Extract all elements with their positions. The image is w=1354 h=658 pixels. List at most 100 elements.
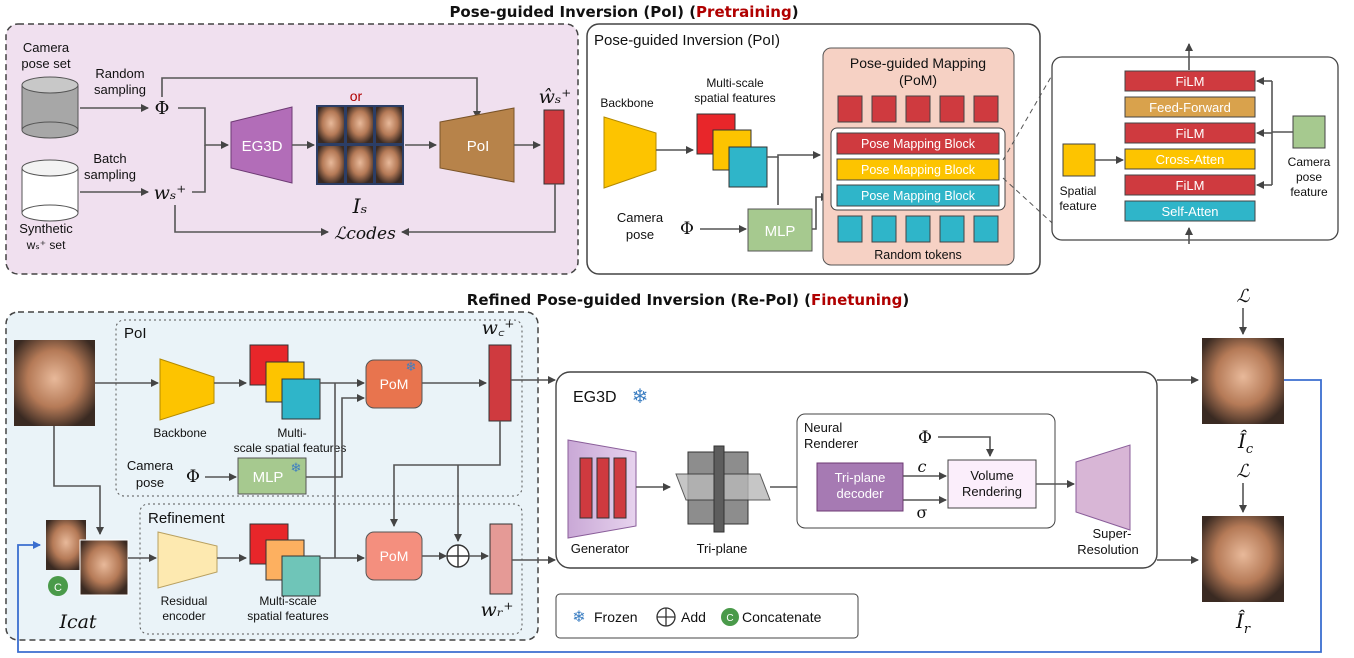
ir-hat-symbol: Îr xyxy=(1235,609,1251,637)
legend-concat-badge-letter: C xyxy=(726,613,733,624)
poi-label: PoI xyxy=(467,138,490,155)
triplane-icon xyxy=(675,445,771,533)
pom-output-tokens xyxy=(837,95,999,123)
triplane-decoder-block xyxy=(816,462,904,512)
mlp-frozen-icon: ❄ xyxy=(291,460,302,475)
loss-codes-symbol: ℒcodes xyxy=(334,224,396,244)
eg3d-block xyxy=(230,106,293,184)
repoi-feature-maps-2 xyxy=(249,523,321,597)
ws-hat-vector xyxy=(543,109,565,185)
repoi-mlp-label: MLP xyxy=(253,469,284,486)
cat-face-image-2 xyxy=(79,539,129,596)
repoi-poi-box xyxy=(115,319,523,497)
wr-vector xyxy=(489,523,513,595)
layer-film-3: FiLM xyxy=(1176,178,1205,193)
random-tokens-label: Random tokens xyxy=(874,248,962,262)
legend-frozen-label: Frozen xyxy=(594,609,638,625)
generator-label: Generator xyxy=(571,541,630,556)
icat-symbol: Icat xyxy=(58,611,96,633)
wc-symbol: w꜀⁺ xyxy=(482,317,515,339)
pose-mapping-block-3-label: Pose Mapping Block xyxy=(861,189,976,203)
pose-mapping-block-1 xyxy=(836,132,1000,155)
repoi-backbone-block xyxy=(159,358,215,421)
refinement-title: Refinement xyxy=(148,510,226,527)
poi-phi-symbol: Φ xyxy=(680,219,694,239)
legend-frozen-icon: ❄ xyxy=(572,609,585,626)
eg3d-frozen-icon: ❄ xyxy=(632,386,649,408)
poi-feature-maps xyxy=(696,113,768,188)
repoi-mlp-block xyxy=(237,457,307,495)
phi-symbol: Φ xyxy=(155,98,170,119)
layer-cross-atten: Cross-Atten xyxy=(1156,152,1225,167)
color-c-symbol: c xyxy=(918,457,927,476)
sigma-symbol: σ xyxy=(917,503,928,522)
wr-symbol: wᵣ⁺ xyxy=(481,599,514,621)
add-operator-icon xyxy=(446,544,470,568)
ic-hat-symbol: Îc xyxy=(1237,429,1254,457)
concat-badge xyxy=(48,576,68,596)
pom-title: Pose-guided Mapping(PoM) xyxy=(850,55,986,88)
or-label: or xyxy=(350,88,363,104)
repoi-features-1-label: Multi-scale spatial features xyxy=(234,426,347,455)
triplane-label: Tri-plane xyxy=(697,541,748,556)
pose-mapping-block-2 xyxy=(836,158,1000,181)
pose-mapping-block-3 xyxy=(836,184,1000,207)
volume-rendering-block xyxy=(947,459,1037,509)
cat-face-image-1 xyxy=(46,520,86,570)
ws-hat-symbol: ŵₛ⁺ xyxy=(539,86,572,108)
super-resolution-block xyxy=(1075,444,1131,531)
pose-mapping-block-2-label: Pose Mapping Block xyxy=(861,163,976,177)
refinement-box xyxy=(139,503,523,635)
layer-film-2: FiLM xyxy=(1176,126,1205,141)
legend-add-label: Add xyxy=(681,609,706,625)
poi-mlp-label: MLP xyxy=(765,223,796,240)
poi-panel-title: Pose-guided Inversion (PoI) xyxy=(594,32,780,49)
legend-concat-label: Concatenate xyxy=(742,609,822,625)
poi-backbone-label: Backbone xyxy=(600,96,654,110)
legend-add-icon xyxy=(656,607,676,627)
loss-1-symbol: ℒ xyxy=(1237,286,1251,307)
eg3d-label: EG3D xyxy=(242,138,283,155)
title-pretraining: Pose-guided Inversion (PoI) (Pretraining… xyxy=(449,3,798,21)
legend-concat-icon xyxy=(721,608,739,626)
repoi-poi-title: PoI xyxy=(124,325,147,342)
renderer-phi-symbol: Φ xyxy=(918,428,932,448)
output-face-r xyxy=(1202,516,1284,602)
generated-faces-mosaic xyxy=(316,105,404,185)
legend-box xyxy=(555,593,859,639)
layer-film-1: FiLM xyxy=(1176,74,1205,89)
layer-feed-forward: Feed-Forward xyxy=(1149,100,1231,115)
synthetic-set-cylinder xyxy=(21,159,79,222)
super-resolution-label: Super-Resolution xyxy=(1077,526,1138,557)
repoi-pom-block xyxy=(365,359,423,409)
poi-backbone-block xyxy=(603,116,657,189)
wc-vector xyxy=(488,344,512,422)
poi-mlp-block xyxy=(747,208,813,252)
feedback-loop-arrow xyxy=(17,379,1322,653)
loss-2-symbol: ℒ xyxy=(1237,461,1251,482)
block-layers xyxy=(1124,70,1256,222)
input-face-image xyxy=(14,340,95,426)
eg3d-panel-title: EG3D xyxy=(573,389,617,406)
concat-badge-letter: C xyxy=(54,582,62,594)
repoi-feature-maps-1 xyxy=(249,344,321,420)
pom-frozen-icon: ❄ xyxy=(406,359,417,374)
residual-encoder-block xyxy=(157,531,218,589)
ws-symbol: wₛ⁺ xyxy=(154,182,187,204)
poi-block xyxy=(439,107,515,183)
repoi-pom-label: PoM xyxy=(380,376,409,392)
